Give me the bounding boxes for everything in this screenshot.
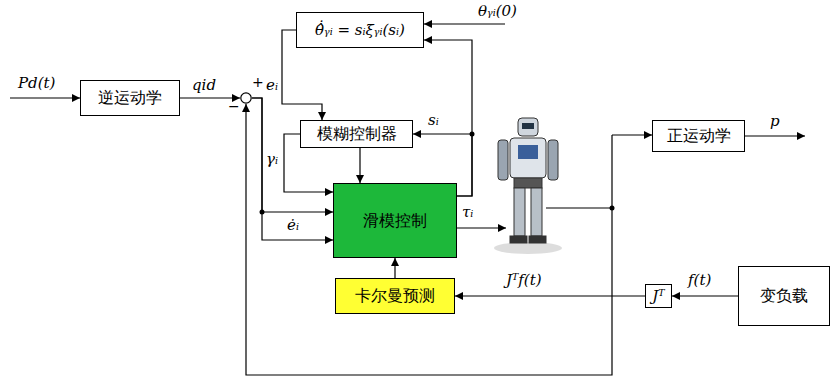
- torque-wire: [457, 227, 506, 228]
- robot-torso: [510, 138, 546, 178]
- jacobian-box: Jᵀ: [645, 284, 672, 308]
- signal-label: f(t): [688, 271, 711, 289]
- load-box: 变负载: [738, 266, 830, 326]
- robot-leg: [514, 188, 525, 236]
- torque-signal: τᵢ: [462, 203, 473, 221]
- adaptive-law-box: θ̂̇ᵧᵢ = sᵢξᵧᵢ(sᵢ): [296, 12, 424, 48]
- signal-arrow: [359, 148, 360, 183]
- robot-chest: [518, 145, 538, 159]
- box-text: 逆运动学: [98, 88, 162, 107]
- junction-outline: [241, 93, 251, 103]
- robot-shadow: [494, 242, 562, 254]
- signal-arrow: [252, 98, 333, 212]
- branch-dot: [470, 132, 475, 137]
- signal-label: sᵢ: [428, 111, 439, 129]
- robot-arm: [498, 140, 508, 180]
- robot-output-wire: [546, 207, 612, 208]
- robot-visor: [522, 123, 534, 129]
- signal-arrow: [672, 295, 738, 296]
- inverse-kinematics-box: 逆运动学: [80, 80, 180, 116]
- robot-figure: [494, 118, 562, 254]
- signal-label: ėᵢ: [287, 216, 299, 234]
- robot-foot: [510, 236, 527, 243]
- box-text: 正运动学: [667, 126, 731, 145]
- output-position: p: [770, 112, 780, 130]
- signal-label: Jᵀf(t): [506, 271, 542, 289]
- sign-mark: +: [252, 74, 264, 91]
- box-text: 变负载: [760, 286, 808, 305]
- forward-kinematics-box: 正运动学: [652, 120, 745, 152]
- summing-junction: +−: [240, 92, 252, 104]
- robot-pelvis: [514, 178, 542, 188]
- kalman-box: 卡尔曼预测: [335, 278, 455, 314]
- junction-circle: [240, 92, 252, 104]
- initial-parameter: θᵧᵢ(0): [478, 2, 517, 20]
- branch-dot: [610, 206, 615, 211]
- branch-dot: [260, 210, 265, 215]
- sliding-mode-box: 滑模控制: [333, 183, 457, 258]
- box-text: 模糊控制器: [317, 124, 397, 143]
- output-wire: [745, 135, 805, 136]
- box-text: Jᵀ: [652, 287, 664, 305]
- signal-arrow: [455, 295, 645, 296]
- signal-label: γᵢ: [266, 150, 278, 168]
- initial-value-wire: [424, 23, 505, 24]
- box-text: θ̂̇ᵧᵢ = sᵢξᵧᵢ(sᵢ): [315, 21, 405, 39]
- input-signal: Pd(t): [18, 74, 55, 92]
- kinematics-input-wire: [612, 134, 652, 135]
- feedback-wire: [246, 104, 612, 375]
- input-wire: [10, 97, 80, 98]
- box-text: 卡尔曼预测: [355, 286, 435, 305]
- signal-label: qid: [192, 76, 216, 94]
- box-text: 滑模控制: [363, 211, 427, 230]
- sign-mark: −: [228, 98, 240, 115]
- robot-head: [518, 118, 538, 136]
- signal-arrow: [424, 40, 472, 196]
- signal-label: eᵢ: [266, 76, 278, 94]
- robot-leg: [531, 188, 542, 236]
- fuzzy-controller-box: 模糊控制器: [300, 120, 413, 148]
- robot-arm: [548, 140, 558, 180]
- robot-foot: [529, 236, 546, 243]
- signal-arrow: [394, 258, 395, 278]
